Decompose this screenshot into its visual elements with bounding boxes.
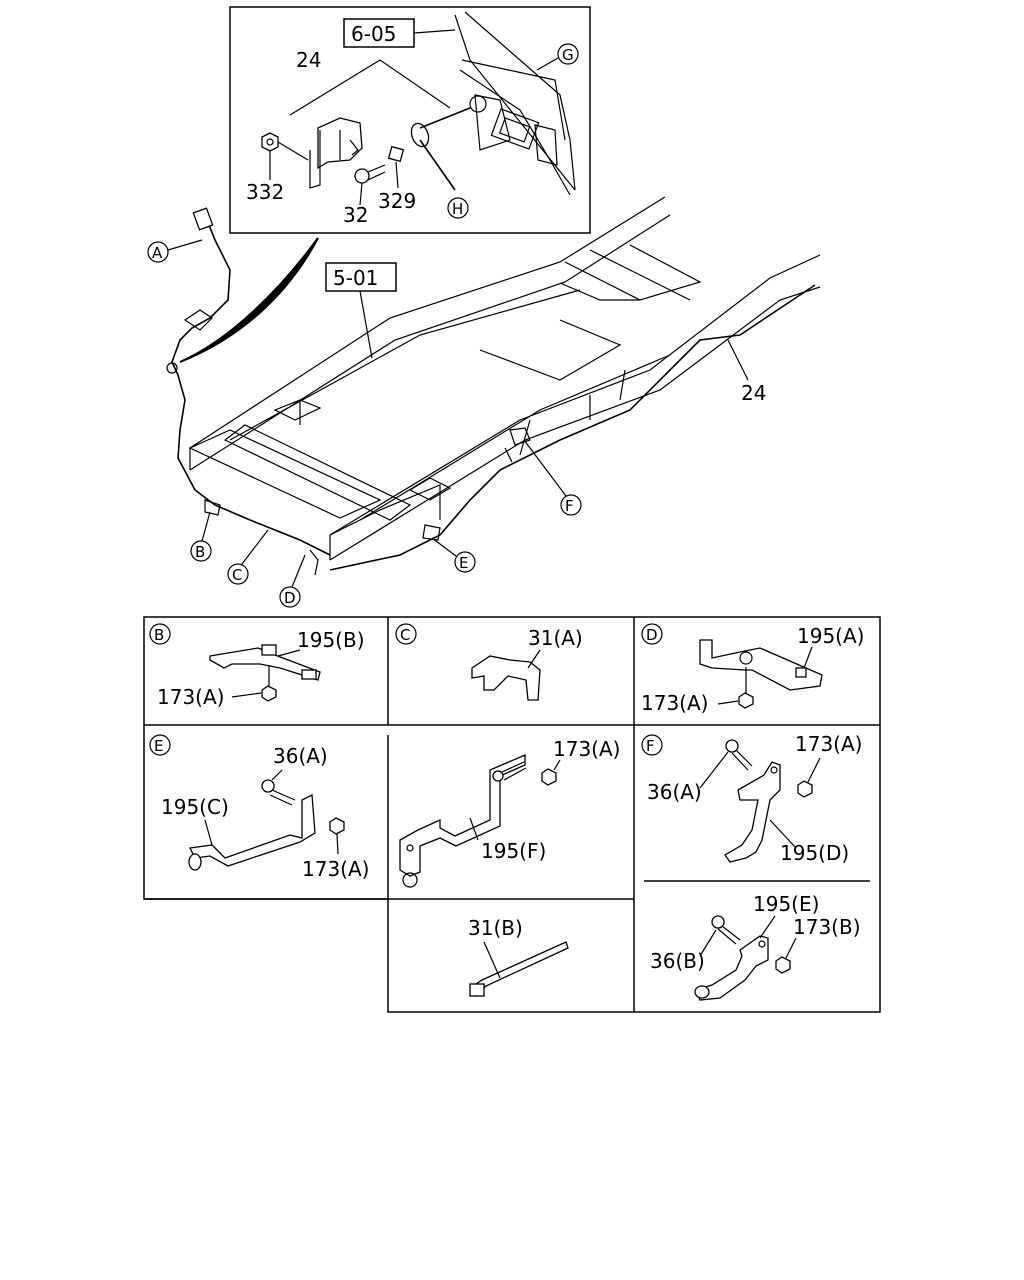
connector-swoosh <box>179 237 319 363</box>
circle-F <box>560 494 582 516</box>
circle-E <box>454 551 476 573</box>
circle-B-label: B <box>195 543 205 561</box>
nut-332 <box>261 132 279 152</box>
detail-F-part-36A: 36(A) <box>647 780 702 804</box>
circle-A <box>147 241 169 263</box>
inset-label-329: 329 <box>378 189 416 213</box>
detail-B-tag: B <box>154 626 164 644</box>
detail-cable-tie: 31(B) <box>468 916 569 997</box>
detail-D-part-173A: 173(A) <box>641 691 708 715</box>
detail-C-part-31A: 31(A) <box>528 626 583 650</box>
circle-H <box>447 197 469 219</box>
inset-label-332: 332 <box>246 180 284 204</box>
circle-G <box>557 43 579 65</box>
ref-label-6-05: 6-05 <box>351 22 396 46</box>
inset-top: 6-05 G 24 332 32 <box>229 6 591 234</box>
inset-label-24: 24 <box>296 48 321 72</box>
detail-E-part-195C: 195(C) <box>161 795 229 819</box>
circle-E-label: E <box>459 554 468 572</box>
detail-F-tag: F <box>646 737 655 755</box>
detail-grid: B 195(B) 173(A) C 31(A) D 195(A) 173(A) <box>143 616 881 1013</box>
circle-C-label: C <box>232 566 242 584</box>
detail-F2-part-195E: 195(E) <box>753 892 819 916</box>
detail-C-tag: C <box>400 626 410 644</box>
detail-E-part-173A: 173(A) <box>302 857 369 881</box>
circle-D <box>279 586 301 608</box>
detail-E2: 173(A) 195(F) <box>399 737 620 888</box>
detail-C: C 31(A) <box>395 623 583 701</box>
frame-label-24: 24 <box>741 381 766 405</box>
circle-F-label: F <box>565 497 574 515</box>
detail-D-part-195A: 195(A) <box>797 624 864 648</box>
detail-D-tag: D <box>646 626 658 644</box>
detail-F-part-195D: 195(D) <box>780 841 849 865</box>
circle-B <box>190 540 212 562</box>
circle-G-label: G <box>562 46 574 64</box>
circle-D-label: D <box>284 589 296 607</box>
detail-B: B 195(B) 173(A) <box>149 623 365 709</box>
detail-F: F 173(A) 36(A) 195(D) <box>641 732 862 865</box>
detail-F2: 195(E) 173(B) 36(B) <box>650 892 861 1001</box>
chassis-frame: 5-01 A <box>147 196 821 608</box>
ref-label-5-01: 5-01 <box>333 266 378 290</box>
detail-E2-part-195F: 195(F) <box>481 839 546 863</box>
circle-H-label: H <box>452 200 463 218</box>
detail-E: E 36(A) 195(C) 173(A) <box>149 734 369 881</box>
inset-label-32: 32 <box>343 203 368 227</box>
circle-C <box>227 563 249 585</box>
detail-D: D 195(A) 173(A) <box>641 623 864 715</box>
detail-E-tag: E <box>154 737 163 755</box>
detail-B-part-173A: 173(A) <box>157 685 224 709</box>
circle-A-label: A <box>152 244 163 262</box>
detail-B-part-195B: 195(B) <box>297 628 365 652</box>
detail-E2-part-173A: 173(A) <box>553 737 620 761</box>
detail-cable-tie-part-31B: 31(B) <box>468 916 523 940</box>
detail-E-part-36A: 36(A) <box>273 744 328 768</box>
detail-F2-part-173B: 173(B) <box>793 915 861 939</box>
detail-F-part-173A: 173(A) <box>795 732 862 756</box>
ref-box-5-01 <box>325 262 397 292</box>
detail-F2-part-36B: 36(B) <box>650 949 705 973</box>
